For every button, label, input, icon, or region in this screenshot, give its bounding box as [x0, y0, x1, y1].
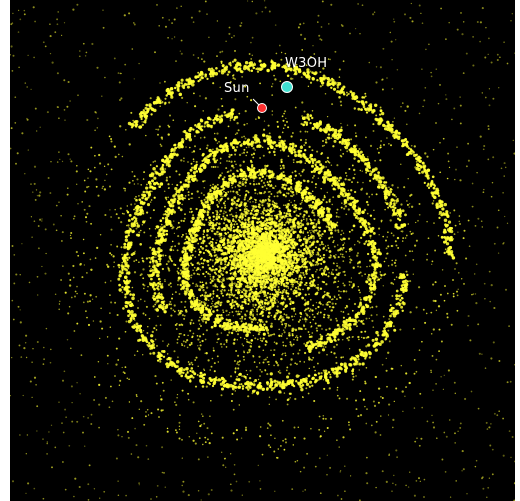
star-field-layer — [10, 0, 515, 501]
w3oh-label: W3OH — [285, 56, 328, 71]
sun-label: Sun — [224, 81, 250, 96]
sun-marker-icon — [257, 103, 267, 113]
galaxy-star-field — [10, 0, 515, 501]
w3oh-marker-icon — [281, 81, 293, 93]
sun-leader-line — [252, 98, 260, 106]
markers-layer — [252, 81, 293, 113]
galaxy-image: W3OH Sun — [10, 0, 515, 501]
